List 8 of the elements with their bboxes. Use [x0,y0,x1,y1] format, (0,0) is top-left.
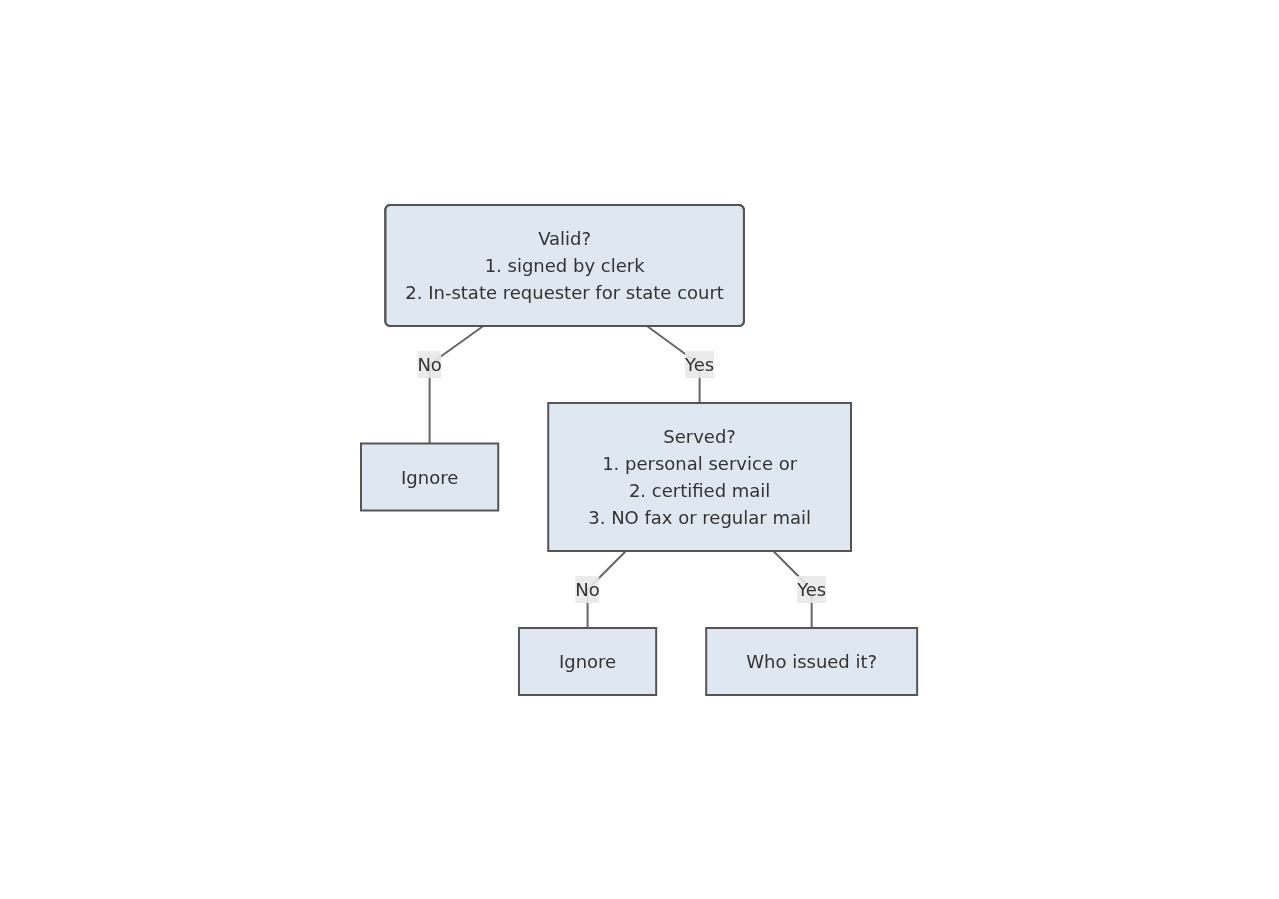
node-box: Ignore [360,442,500,511]
node-box: Ignore [518,626,658,696]
node-box: Served? 1. personal service or 2. certified mail 3. NO fax or regular mail [547,401,853,552]
edge-label: No [575,578,601,600]
edge-label: Yes [685,353,715,375]
edge-label: Yes [797,578,827,600]
edge-label: No [417,353,443,375]
node-box: Who issued it? [705,626,919,696]
